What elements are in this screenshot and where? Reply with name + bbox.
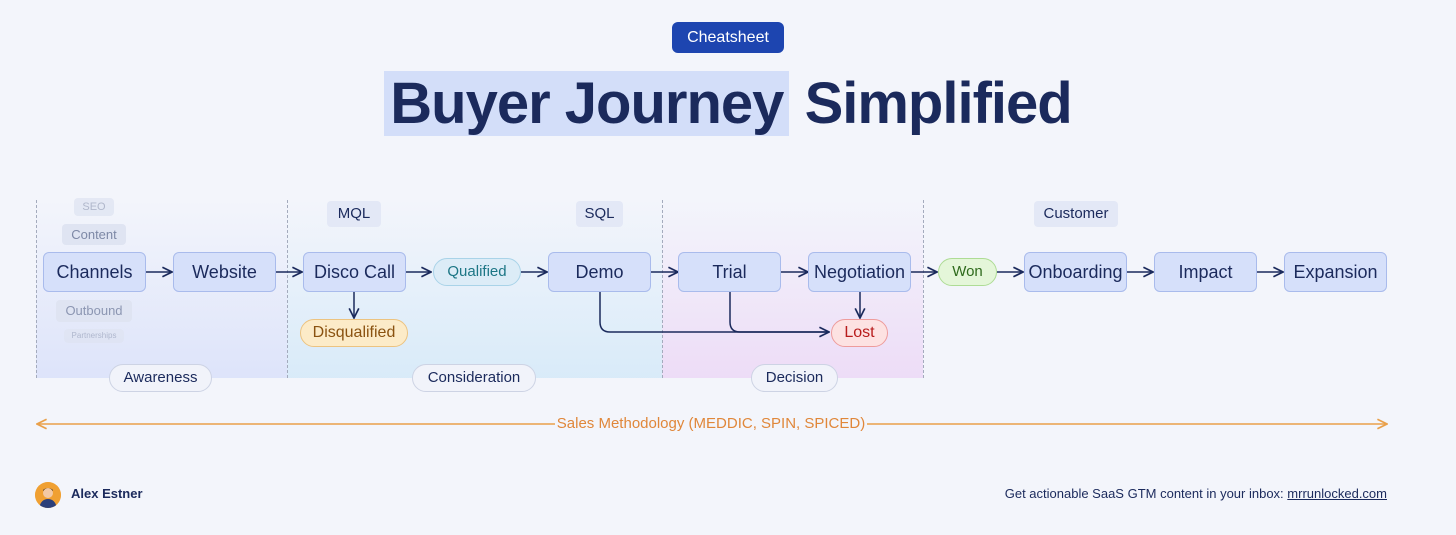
channel-chip-outbound: Outbound — [56, 300, 132, 322]
phase-decision: Decision — [751, 364, 838, 392]
footer-text: Get actionable SaaS GTM content in your … — [1004, 486, 1284, 501]
title-highlight: Buyer Journey — [384, 71, 790, 136]
channel-chip-content: Content — [62, 224, 126, 245]
node-onboarding: Onboarding — [1024, 252, 1127, 292]
cheatsheet-badge: Cheatsheet — [672, 22, 784, 53]
stage-divider — [923, 200, 924, 378]
stage-label-customer: Customer — [1034, 201, 1118, 227]
footer-cta: Get actionable SaaS GTM content in your … — [1005, 486, 1387, 501]
node-trial: Trial — [678, 252, 781, 292]
phase-consideration: Consideration — [412, 364, 536, 392]
node-won: Won — [938, 258, 997, 286]
node-impact: Impact — [1154, 252, 1257, 292]
stage-label-sql: SQL — [576, 201, 623, 227]
phase-awareness: Awareness — [109, 364, 212, 392]
node-expansion: Expansion — [1284, 252, 1387, 292]
channel-chip-partnerships: Partnerships — [64, 329, 124, 343]
stage-label-mql: MQL — [327, 201, 381, 227]
node-negotiation: Negotiation — [808, 252, 911, 292]
author-avatar — [35, 482, 61, 508]
title-rest: Simplified — [804, 71, 1073, 136]
node-qualified: Qualified — [433, 258, 521, 286]
stage-divider — [662, 200, 663, 378]
author-name: Alex Estner — [71, 486, 143, 501]
arrow-trial-lost — [729, 292, 829, 333]
node-disqualified: Disqualified — [300, 319, 408, 347]
stage-divider — [36, 200, 37, 378]
stage-divider — [287, 200, 288, 378]
node-demo: Demo — [548, 252, 651, 292]
footer-link[interactable]: mrrunlocked.com — [1287, 486, 1387, 501]
methodology-label: Sales Methodology (MEDDIC, SPIN, SPICED) — [555, 413, 867, 435]
node-disco-call: Disco Call — [303, 252, 406, 292]
channel-chip-seo: SEO — [74, 198, 114, 216]
node-website: Website — [173, 252, 276, 292]
node-lost: Lost — [831, 319, 888, 347]
node-channels: Channels — [43, 252, 146, 292]
arrow-demo-lost — [599, 292, 829, 332]
page-title: Buyer Journey Simplified — [0, 70, 1456, 138]
